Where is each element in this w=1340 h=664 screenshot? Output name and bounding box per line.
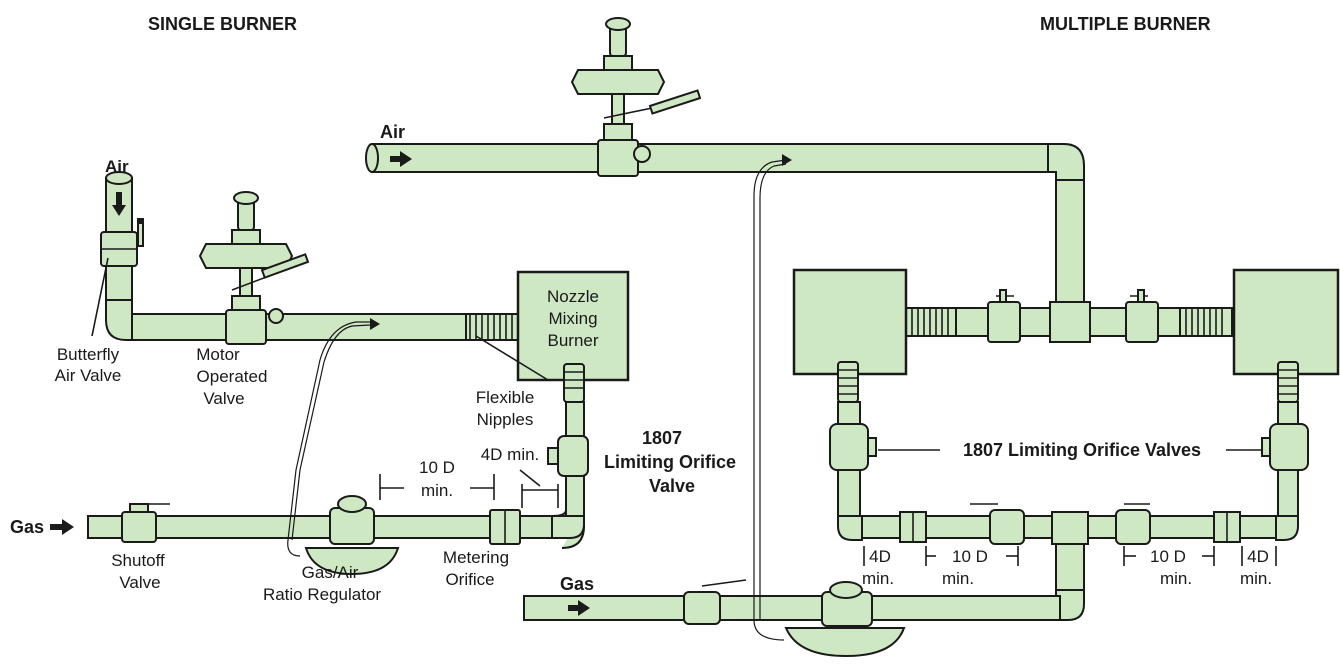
multi-air-arrow-icon — [390, 151, 412, 167]
motor-valve-label-1: Motor — [196, 345, 240, 364]
multi-air-downcomer — [1055, 179, 1085, 309]
multi-impulse-tube — [753, 159, 787, 641]
nozzle-mixing-burner — [516, 270, 630, 382]
flexible-label-2: Nipples — [477, 410, 534, 429]
single-shutoff-valve[interactable] — [121, 503, 170, 543]
motor-operated-valve[interactable] — [198, 191, 310, 345]
multi-gas-arrow-icon — [568, 600, 590, 616]
single-air-down-arrow-icon — [112, 192, 126, 216]
single-impulse-connection-icon — [370, 318, 380, 330]
multi-air-main — [371, 143, 1053, 173]
shutoff-label-1: Shutoff — [111, 551, 165, 570]
flexible-label-1: Flexible — [476, 388, 535, 407]
multi-motor-operated-valve[interactable] — [570, 17, 702, 177]
multi-impulse-connection-icon — [782, 154, 792, 166]
multi-impulse-tube-2 — [759, 163, 787, 620]
single-4d-label: 4D min. — [481, 445, 540, 464]
multi-dim-ticks — [863, 546, 1277, 566]
regulator-label-1: Gas/Air — [302, 563, 359, 582]
metering-label-1: Metering — [443, 548, 509, 567]
multi-air-tee — [1049, 301, 1091, 343]
single-gas-corner — [551, 515, 585, 539]
single-1807-label-2: Limiting Orifice — [604, 452, 736, 472]
motor-valve-label-2: Operated — [197, 367, 268, 386]
butterfly-label-2: Air Valve — [55, 366, 122, 385]
single-10d-label-1: 10 D — [419, 458, 455, 477]
multi-gas-tee — [1051, 511, 1089, 545]
single-gas-label: Gas — [10, 517, 44, 537]
multi-shutoff-right[interactable] — [1115, 503, 1151, 545]
multi-burner-right — [1232, 268, 1340, 376]
multi-gas-air-ratio-regulator[interactable] — [784, 581, 906, 658]
single-1807-label-3: Valve — [649, 476, 695, 496]
regulator-label-2: Ratio Regulator — [263, 585, 381, 604]
burner-label-line1: Nozzle — [547, 287, 599, 306]
single-dimension-4d — [519, 469, 559, 508]
burner-label-line2: Mixing — [548, 309, 597, 328]
multi-orifice-valve-right[interactable] — [1261, 423, 1309, 471]
single-gas-air-ratio-regulator[interactable] — [304, 495, 400, 576]
burner-label-line3: Burner — [547, 331, 598, 350]
multi-butterfly-right[interactable] — [1125, 289, 1159, 343]
multi-gas-shutoff-valve[interactable] — [683, 579, 747, 625]
multi-orifice-valve-left[interactable] — [829, 423, 877, 471]
multi-gas-elbow-left — [837, 515, 863, 541]
multiple-burner-heading: MULTIPLE BURNER — [1040, 14, 1211, 34]
multi-dim-2-b: min. — [942, 569, 974, 588]
flexible-leader — [475, 335, 549, 381]
multi-orifice-valves-label: 1807 Limiting Orifice Valves — [963, 440, 1201, 460]
multi-flex-right — [1179, 307, 1233, 337]
butterfly-label-1: Butterfly — [57, 345, 120, 364]
multi-gas-main — [523, 595, 1061, 621]
single-gas-arrow-icon — [50, 519, 74, 535]
multi-air-elbow — [1047, 143, 1085, 181]
multi-dim-1-b: min. — [862, 569, 894, 588]
butterfly-air-valve[interactable] — [100, 218, 144, 267]
butterfly-leader — [91, 257, 109, 337]
single-10d-label-2: min. — [421, 481, 453, 500]
single-limiting-orifice-valve[interactable] — [547, 435, 589, 477]
multi-dim-4-a: 4D — [1247, 547, 1269, 566]
multi-dim-3-b: min. — [1160, 569, 1192, 588]
multi-flex-left — [905, 307, 957, 337]
multi-gas-elbow-right — [1275, 515, 1299, 541]
single-flexible-nipple — [465, 313, 519, 341]
metering-label-2: Orifice — [445, 570, 494, 589]
single-impulse-tube-2 — [291, 324, 371, 541]
multi-dim-3-a: 10 D — [1150, 547, 1186, 566]
multi-butterfly-left[interactable] — [987, 289, 1021, 343]
multi-dim-2-a: 10 D — [952, 547, 988, 566]
multi-dim-1-a: 4D — [869, 547, 891, 566]
single-burner-heading: SINGLE BURNER — [148, 14, 297, 34]
multi-air-label: Air — [380, 122, 405, 142]
shutoff-label-2: Valve — [119, 573, 160, 592]
multi-burner-left — [792, 268, 908, 376]
single-gas-pipe — [87, 515, 553, 539]
multi-metering-left[interactable] — [899, 511, 927, 543]
multi-gas-label: Gas — [560, 574, 594, 594]
single-1807-label-1: 1807 — [642, 428, 682, 448]
single-air-label: Air — [105, 157, 129, 176]
metering-orifice[interactable] — [489, 509, 521, 545]
motor-valve-label-3: Valve — [203, 389, 244, 408]
single-dimension-10d — [379, 474, 495, 500]
multi-shutoff-left[interactable] — [970, 503, 1025, 545]
multi-dim-4-b: min. — [1240, 569, 1272, 588]
single-impulse-tube — [287, 321, 374, 557]
single-air-pipe — [131, 313, 469, 341]
multi-metering-right[interactable] — [1213, 511, 1241, 543]
